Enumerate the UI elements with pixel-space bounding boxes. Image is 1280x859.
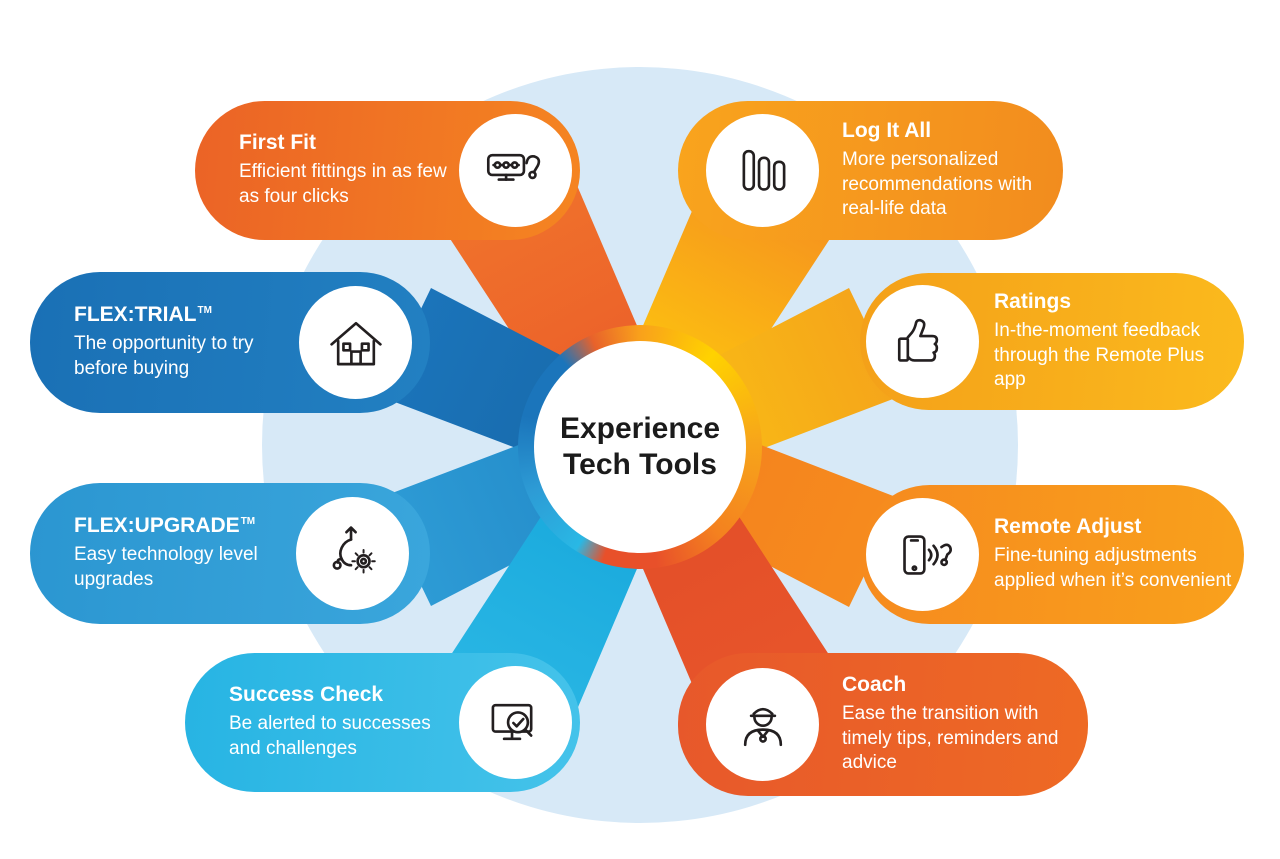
card-flex-upgrade: FLEX:UPGRADETM Easy technology level upg… (30, 483, 430, 624)
card-title-text: FLEX:TRIAL (74, 303, 197, 327)
card-title: Ratings (994, 289, 1072, 313)
card-body: Ease the transition with timely tips, re… (842, 702, 1059, 774)
card-text: FLEX:TRIALTM The opportunity to try befo… (74, 303, 274, 381)
coach-person-icon (706, 668, 819, 781)
trademark-suffix: TM (197, 305, 212, 317)
hearing-aid-upgrade-gear-glyph (332, 525, 376, 573)
card-text: Success Check Be alerted to successes an… (229, 683, 464, 761)
card-body: More personalized recommendations with r… (842, 148, 1033, 220)
house-icon (299, 286, 412, 399)
card-text: FLEX:UPGRADETM Easy technology level upg… (74, 514, 294, 592)
card-flex-trial: FLEX:TRIALTM The opportunity to try befo… (30, 272, 430, 413)
card-body: Easy technology level upgrades (74, 544, 258, 590)
bar-chart-glyph (742, 149, 785, 191)
house-glyph (329, 321, 382, 365)
fitting-screen-hearing-aid-icon (459, 114, 572, 227)
coach-person-glyph (743, 707, 782, 746)
card-title: FLEX:UPGRADETM (74, 514, 294, 538)
card-title: Success Check (229, 683, 384, 707)
card-first-fit: First Fit Efficient fittings in as few a… (195, 101, 580, 240)
center-title: Experience Tech Tools (560, 411, 720, 483)
smartphone-sound-hearing-aid-glyph (902, 534, 952, 575)
center-title-line1: Experience (559, 412, 721, 445)
monitor-check-magnifier-icon (459, 666, 572, 779)
card-text: Remote Adjust Fine-tuning adjustments ap… (994, 515, 1234, 593)
bar-chart-icon (706, 114, 819, 227)
card-text: First Fit Efficient fittings in as few a… (239, 131, 454, 209)
card-success-check: Success Check Be alerted to successes an… (185, 653, 580, 792)
card-remote-adjust: Remote Adjust Fine-tuning adjustments ap… (860, 485, 1244, 624)
card-title: Coach (842, 672, 907, 696)
center-circle: Experience Tech Tools (534, 341, 746, 553)
card-log-it-all: Log It All More personalized recommendat… (678, 101, 1063, 240)
monitor-check-magnifier-glyph (491, 703, 532, 740)
thumbs-up-icon (866, 285, 979, 398)
card-body: Fine-tuning adjustments applied when it’… (994, 545, 1232, 591)
card-title-text: FLEX:UPGRADE (74, 514, 240, 538)
card-coach: Coach Ease the transition with timely ti… (678, 653, 1088, 796)
thumbs-up-glyph (897, 318, 938, 362)
card-text: Coach Ease the transition with timely ti… (842, 673, 1088, 776)
card-text: Log It All More personalized recommendat… (842, 119, 1047, 222)
card-body: In-the-moment feedback through the Remot… (994, 319, 1205, 391)
smartphone-sound-hearing-aid-icon (866, 498, 979, 611)
card-title: Remote Adjust (994, 515, 1142, 539)
card-title: FLEX:TRIALTM (74, 303, 274, 327)
card-title: Log It All (842, 118, 932, 142)
card-body: Be alerted to successes and challenges (229, 713, 431, 759)
center-title-line2: Tech Tools (563, 448, 717, 481)
trademark-suffix: TM (240, 516, 256, 528)
card-body: Efficient fittings in as few as four cli… (239, 161, 447, 207)
card-text: Ratings In-the-moment feedback through t… (994, 290, 1209, 393)
hearing-aid-upgrade-gear-icon (296, 497, 409, 610)
card-body: The opportunity to try before buying (74, 333, 254, 379)
card-ratings: Ratings In-the-moment feedback through t… (860, 273, 1244, 410)
fitting-screen-hearing-aid-glyph (486, 153, 540, 181)
card-title: First Fit (239, 131, 316, 155)
